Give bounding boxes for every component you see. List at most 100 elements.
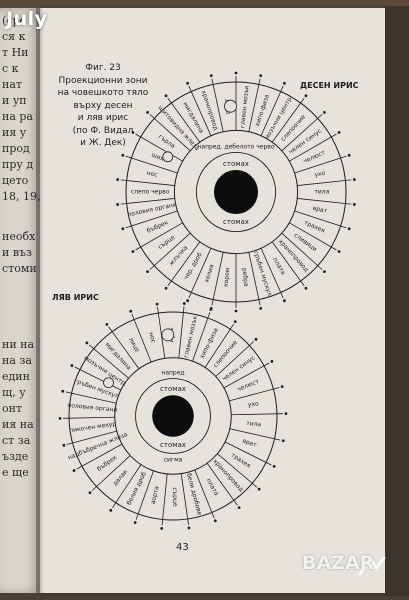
- left-page-text-line: ъзде: [2, 450, 29, 463]
- zone-marker: [62, 443, 66, 447]
- zone-label: половия органи: [67, 402, 118, 414]
- zone-divider: [178, 306, 185, 359]
- zone-marker: [323, 110, 326, 114]
- zone-marker: [352, 203, 356, 206]
- zone-marker: [88, 491, 92, 495]
- right-iris-title: ДЕСЕН ИРИС: [300, 81, 359, 90]
- zone-marker: [347, 153, 351, 157]
- zone-divider: [91, 455, 131, 491]
- zone-divider: [135, 470, 154, 520]
- zone-marker: [70, 364, 74, 367]
- zone-divider: [211, 78, 224, 132]
- zone-marker: [133, 521, 137, 524]
- zone-label: врат: [241, 437, 257, 449]
- zone-label: ухо: [314, 170, 326, 179]
- zone-label: хелия: [203, 263, 216, 283]
- zone-marker: [213, 519, 217, 523]
- zone-label: слепо черво: [131, 189, 170, 196]
- inner-ring-label: напред: [161, 370, 184, 377]
- left-page-text-line: 18, 19, 2: [2, 190, 40, 203]
- zone-divider: [223, 362, 270, 389]
- organ-circle-marker: [161, 328, 175, 342]
- left-page-text-line: стоми: [2, 262, 37, 275]
- iris-middle-ring: [114, 357, 232, 475]
- book-spine-shadow: [36, 8, 44, 593]
- left-page-text-line: и въз: [2, 246, 33, 259]
- zone-divider: [271, 97, 305, 143]
- zone-label: далак: [112, 468, 130, 487]
- left-page-text-line: пру д: [2, 158, 34, 171]
- zone-marker: [257, 487, 261, 491]
- zone-label: нос: [146, 170, 158, 179]
- zone-label: мигдалина: [104, 341, 133, 372]
- left-page-text-line: с к: [2, 62, 19, 75]
- zone-marker: [129, 309, 133, 313]
- bazar-logo-icon: [358, 555, 386, 576]
- zone-divider: [63, 416, 115, 419]
- background-surface: [0, 0, 409, 10]
- zone-label: ухо: [247, 400, 259, 408]
- zone-marker: [186, 299, 189, 303]
- zone-marker: [116, 203, 120, 206]
- left-page-text-line: на за: [2, 354, 32, 367]
- zone-marker: [61, 389, 65, 393]
- zone-marker: [121, 153, 125, 157]
- zone-marker: [116, 178, 120, 181]
- zone-label: половия органи: [127, 201, 178, 218]
- zone-label: врат: [312, 205, 328, 215]
- zone-divider: [120, 179, 175, 186]
- zone-divider: [66, 430, 117, 445]
- left-page-text-line: онт: [2, 402, 23, 415]
- zone-divider: [76, 443, 123, 470]
- zone-divider: [167, 241, 201, 287]
- zone-divider: [167, 97, 201, 143]
- zone-label: белия дроб: [126, 471, 148, 507]
- page-edge: [385, 6, 409, 596]
- left-page-text-line: т Ни: [2, 46, 29, 59]
- left-page-text-line: щ, у: [2, 386, 26, 399]
- zone-divider: [215, 341, 255, 377]
- zone-label: шия: [150, 151, 165, 163]
- zone-label: ребра: [241, 268, 250, 288]
- iris-outer-ring: [68, 311, 278, 521]
- zone-marker: [233, 320, 237, 324]
- zone-marker: [304, 94, 308, 98]
- inner-ring-label: напред. дебелото черво: [197, 143, 274, 150]
- zone-marker: [323, 270, 326, 274]
- zone-divider: [294, 210, 347, 229]
- left-page-text-line: цето: [2, 174, 29, 187]
- zone-marker: [337, 131, 341, 134]
- zone-marker: [259, 306, 263, 310]
- left-page-text-line: ия на: [2, 418, 34, 431]
- zone-marker: [284, 412, 288, 416]
- left-page-text-line: е ще: [2, 466, 29, 479]
- zone-label: нос: [147, 331, 157, 343]
- caption-line: Фиг. 23: [85, 63, 121, 73]
- iris-inner-ring: [135, 378, 211, 454]
- zone-divider: [180, 473, 189, 525]
- zone-label: хипо-физа: [254, 93, 271, 127]
- zone-marker: [234, 71, 238, 75]
- zone-divider: [125, 210, 178, 229]
- caption-line: върху десен: [73, 100, 133, 111]
- zone-marker: [304, 286, 308, 290]
- iris-pupil: [214, 170, 258, 214]
- zone-label: челюст: [236, 378, 260, 393]
- zone-label: бели дробове: [185, 473, 203, 517]
- zone-divider: [161, 473, 168, 526]
- zone-divider: [135, 133, 183, 162]
- zone-marker: [160, 527, 164, 530]
- zone-divider: [297, 198, 352, 205]
- zone-divider: [108, 326, 140, 370]
- zone-divider: [120, 198, 175, 205]
- zone-marker: [283, 299, 286, 303]
- zone-divider: [229, 428, 281, 441]
- iris-inner-ring: [195, 151, 277, 233]
- zone-marker: [337, 250, 341, 253]
- zone-marker: [164, 286, 168, 290]
- zone-divider: [149, 114, 191, 152]
- page-number: 43: [176, 542, 189, 553]
- zone-label: главен мозък: [239, 85, 250, 129]
- zone-divider: [74, 366, 122, 391]
